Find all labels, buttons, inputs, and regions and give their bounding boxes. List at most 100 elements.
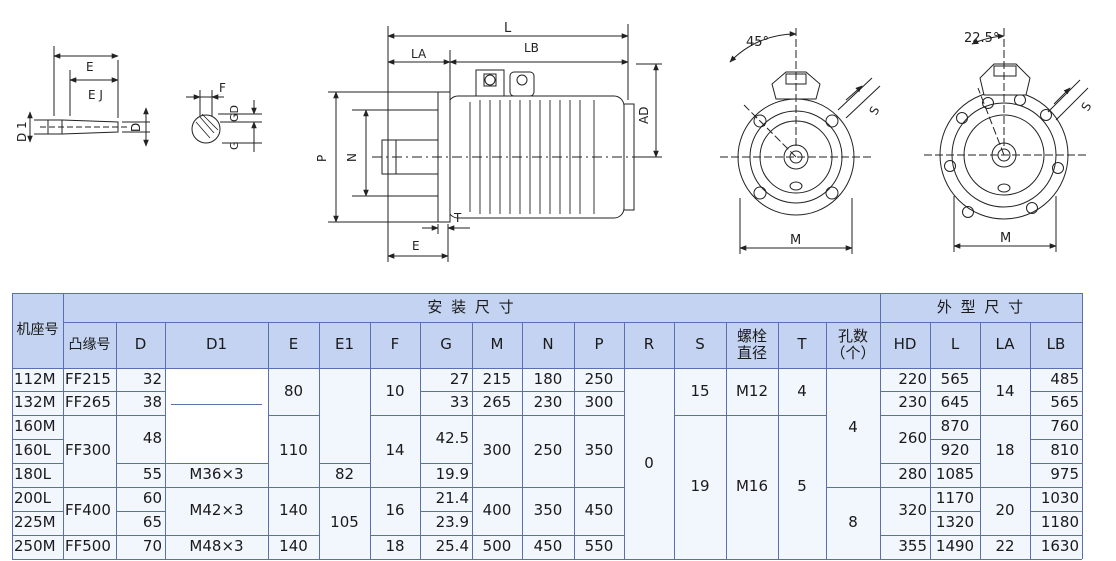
key-section-drawing: [186, 90, 262, 152]
table-cell: 320: [898, 501, 927, 520]
table-cell: 230: [533, 393, 563, 412]
col-header: LA: [995, 335, 1015, 354]
table-cell: 565: [1050, 393, 1079, 412]
table-cell: 645: [940, 393, 970, 412]
group-header-mounting: 安 装 尺 寸: [427, 297, 516, 316]
table-cell: 110: [279, 441, 308, 460]
table-cell: 1030: [1040, 489, 1079, 508]
table-cell: 225M: [14, 513, 56, 532]
table-cell: 132M: [14, 393, 56, 412]
table-cell: 19.9: [435, 465, 469, 484]
col-header: LB: [1046, 335, 1066, 354]
table-cell: 450: [584, 501, 614, 520]
table-cell: 450: [533, 537, 563, 556]
col-header: T: [797, 335, 807, 354]
table-cell: FF500: [65, 537, 111, 556]
table-cell: M42×3: [189, 501, 244, 520]
shaft-label-ej: E J: [88, 88, 103, 102]
front-22-angle-label: 22.5°: [964, 31, 999, 46]
table-cell: 1320: [935, 513, 975, 532]
table-cell: 810: [1050, 441, 1079, 460]
table-cell: 260: [898, 429, 927, 448]
table-cell: 180L: [14, 465, 51, 484]
table-cell: 550: [584, 537, 614, 556]
front-45-label-m: M: [790, 233, 801, 248]
table-cell: 4: [797, 381, 807, 400]
side-label-p: P: [315, 155, 329, 162]
table-cell: 23.9: [435, 513, 469, 532]
side-label-l: L: [504, 21, 512, 36]
table-cell: 300: [482, 441, 512, 460]
table-cell: M36×3: [189, 465, 244, 484]
table-cell: 250: [533, 441, 563, 460]
col-header: D: [134, 335, 147, 354]
table-cell: 350: [584, 441, 614, 460]
table-cell: 870: [940, 417, 970, 436]
col-header: M: [490, 335, 504, 354]
table-cell: 230: [898, 393, 927, 412]
table-cell: 27: [449, 369, 469, 388]
table-cell: 220: [898, 369, 927, 388]
table-cell: 140: [279, 537, 308, 556]
table-cell: 0: [644, 453, 654, 472]
motor-dimension-drawings: E E J D 1 D F GD G: [15, 21, 1094, 262]
table-cell: 250M: [14, 537, 56, 556]
table-cell: 55: [142, 465, 162, 484]
flange-front-view-22-5: [924, 28, 1089, 252]
table-cell: 280: [898, 465, 927, 484]
table-cell: [165, 368, 268, 463]
table-cell: 485: [1050, 369, 1079, 388]
table-cell: 19: [690, 477, 710, 496]
table-cell: 14: [385, 441, 405, 460]
side-label-la: LA: [411, 47, 427, 61]
table-cell: 180: [533, 369, 563, 388]
table-cell: 32: [142, 369, 162, 388]
table-cell: 20: [995, 501, 1015, 520]
table-cell: 350: [533, 501, 563, 520]
table-cell: M12: [735, 381, 769, 400]
table-cell: 975: [1050, 465, 1079, 484]
table-cell: 1085: [935, 465, 975, 484]
table-cell: 140: [279, 501, 308, 520]
table-cell: 33: [449, 393, 469, 412]
col-header: D1: [205, 335, 228, 354]
col-header: 孔数 （个）: [830, 326, 876, 362]
col-header: F: [390, 335, 400, 354]
table-cell: 14: [995, 381, 1015, 400]
table-cell: 25.4: [435, 537, 469, 556]
col-header: 螺栓 直径: [736, 326, 767, 362]
table-cell: 82: [334, 465, 355, 484]
table-cell: 1180: [1040, 513, 1079, 532]
table-cell: 250: [584, 369, 614, 388]
table-cell: 15: [690, 381, 710, 400]
col-header: HD: [893, 335, 917, 354]
table-cell: M48×3: [189, 537, 244, 556]
col-header: E1: [334, 335, 355, 354]
table-cell: 160L: [14, 441, 51, 460]
col-header: 凸缘号: [68, 336, 111, 353]
col-header: N: [542, 335, 554, 354]
col-header: R: [643, 335, 655, 354]
table-cell: 500: [482, 537, 512, 556]
table-cell: 4: [848, 417, 858, 436]
table-cell: 18: [995, 441, 1015, 460]
col-header: L: [950, 335, 960, 354]
key-label-f: F: [219, 81, 226, 95]
table-cell: 16: [385, 501, 405, 520]
table-cell: 10: [385, 381, 405, 400]
table-cell: FF400: [65, 501, 111, 520]
table-cell: 42.5: [435, 429, 469, 448]
table-cell: FF215: [65, 369, 111, 388]
table-cell: 8: [848, 513, 858, 532]
front-45-angle-label: 45°: [746, 35, 769, 50]
table-cell: 18: [385, 537, 405, 556]
table-cell: 160M: [14, 417, 56, 436]
col-header: 机座号: [16, 322, 59, 339]
table-cell: 920: [940, 441, 970, 460]
col-header: P: [594, 335, 604, 354]
group-header-overall: 外 型 尺 寸: [936, 297, 1026, 316]
table-cell: 38: [142, 393, 162, 412]
table-cell: 565: [940, 369, 970, 388]
table-cell: 60: [142, 489, 162, 508]
shaft-end-drawing: [27, 46, 150, 147]
